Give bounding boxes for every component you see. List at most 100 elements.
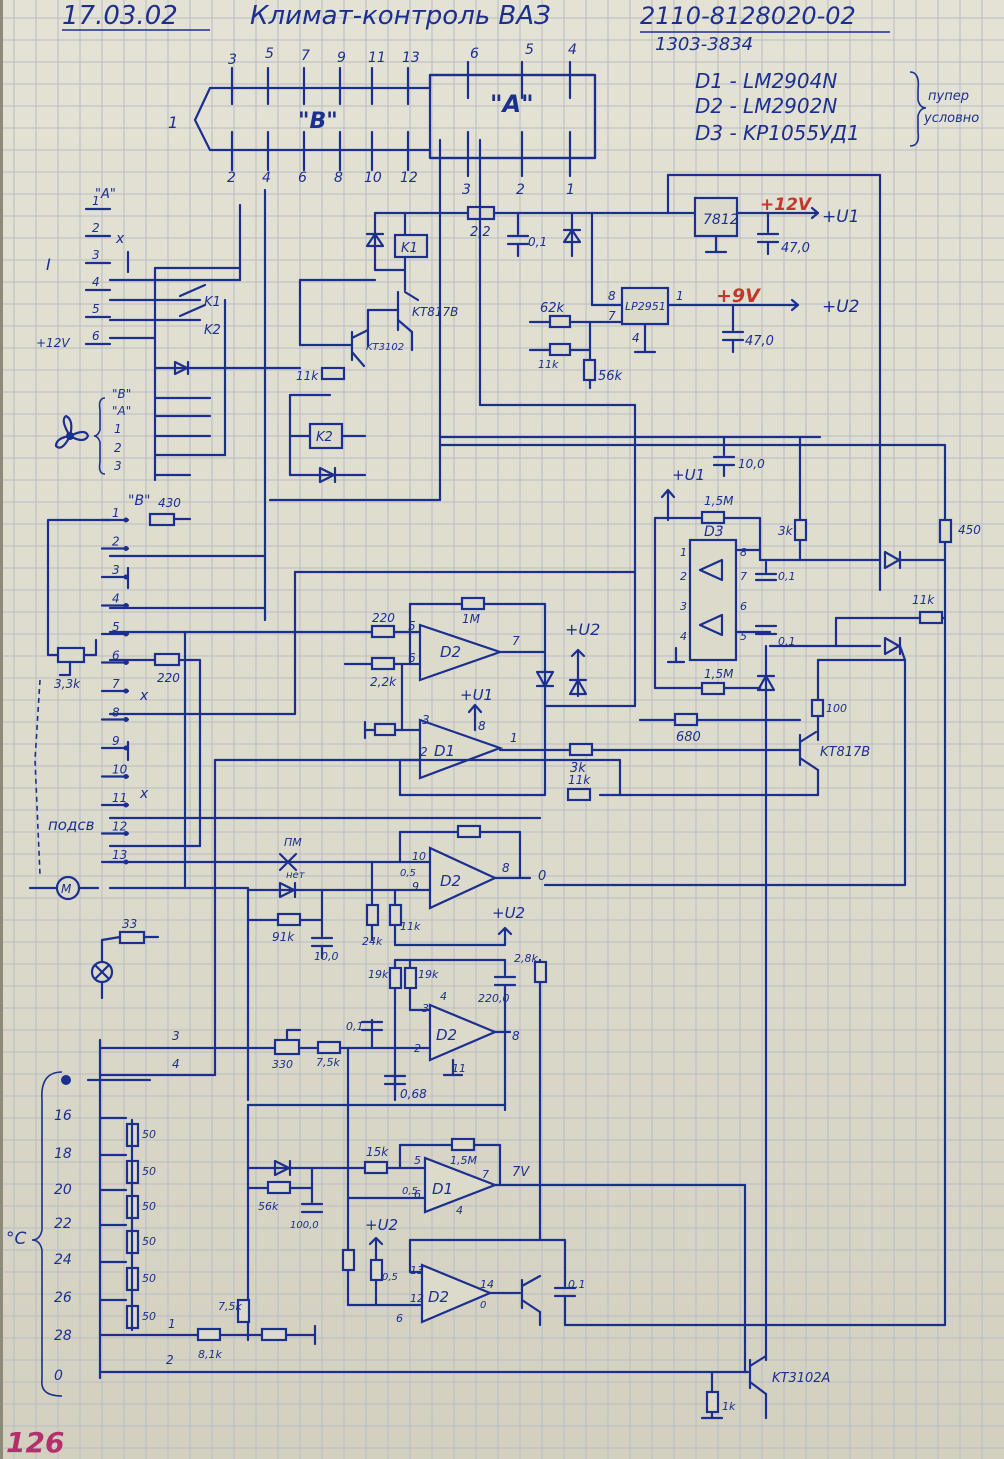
- bottom-transistor: KT3102A 1k: [700, 1354, 830, 1420]
- resistor-label: 19k: [368, 968, 389, 981]
- regulator-lp2951-label: LP2951: [625, 300, 666, 313]
- temp-scale-label: 28: [54, 1328, 72, 1344]
- cap-label: 10,0: [738, 457, 765, 471]
- voltage-label: 7V: [512, 1165, 530, 1180]
- header-sub-number: 1303-3834: [655, 34, 753, 55]
- pin-label: 6: [408, 651, 416, 665]
- pin-label: 7: [608, 309, 616, 323]
- relay-contact-k2: K2: [204, 323, 221, 338]
- part-d2: D2 - LM2902N: [695, 94, 837, 118]
- connector-a-label: "A": [490, 90, 534, 118]
- opamp-d2-bottom: [420, 1263, 493, 1324]
- resistor-label: 11k: [568, 773, 591, 787]
- relay-contact-k1: K1: [204, 295, 221, 310]
- resistor-label: 220: [157, 671, 180, 685]
- pin-label: 10: [364, 170, 382, 186]
- label-u1: +U1: [672, 466, 705, 484]
- pin-label: 7: [301, 48, 310, 64]
- resistor-label: 1,5M: [704, 667, 734, 681]
- fan-tap-label: 2: [114, 441, 122, 455]
- resistor-label: 50: [142, 1165, 156, 1178]
- resistor-label: 33: [122, 917, 137, 931]
- pin-label: 2: [166, 1353, 174, 1367]
- block-a-section: I: [46, 255, 51, 274]
- pin-label: 8: [502, 861, 510, 875]
- opamp-label: D2: [428, 1288, 449, 1306]
- fan-icon: [54, 414, 90, 449]
- fan-tap-label: 3: [114, 459, 122, 473]
- opamp-d1-fifth-section: 56k 100,0 15k D1 5 6 0,5 7 4 7V 1,5M: [246, 1046, 747, 1374]
- pin-label: 8: [512, 1029, 520, 1043]
- block-b-pin-label: 9: [112, 734, 120, 748]
- pin-label: 7: [482, 1168, 489, 1181]
- resistor-label: 11k: [538, 358, 559, 371]
- pin-label: 1: [168, 1317, 176, 1331]
- header-date: 17.03.02: [62, 1, 178, 31]
- pin-label: 12: [410, 1292, 424, 1305]
- temp-scale-label: 26: [54, 1290, 72, 1306]
- pin-label: 12: [400, 170, 418, 186]
- block-b-pin-label: 3: [112, 563, 120, 577]
- pin-label: 5: [414, 1154, 421, 1167]
- header-title: Климат-контроль ВАЗ: [250, 1, 551, 31]
- resistor-label: 430: [158, 496, 181, 510]
- pin-label: 0: [480, 1300, 486, 1311]
- transistor-kt3102: KT3102: [366, 342, 404, 353]
- block-b-pin-label: 11: [112, 791, 127, 805]
- resistor-label: 11k: [400, 920, 421, 933]
- pin-label: 1: [510, 731, 518, 745]
- resistor-label: 50: [142, 1272, 156, 1285]
- pin-label: 4: [680, 630, 687, 643]
- block-b-pin-label: 2: [112, 535, 120, 549]
- cap-label: 100,0: [290, 1220, 319, 1231]
- block-b-label: "B": [128, 493, 150, 509]
- label-u1: +U1: [460, 686, 493, 704]
- pin-label: 2: [420, 745, 428, 759]
- power-supply: 7812 +12V +U1 47,0 2,2 0,1 LP2951 8 7 1 …: [418, 173, 882, 390]
- block-a-pin-label: 6: [92, 329, 100, 343]
- resistor-label: 62k: [540, 301, 565, 316]
- resistor-label: 50: [142, 1200, 156, 1213]
- parts-list: D1 - LM2904N D2 - LM2902N D3 - KP1055УД1…: [695, 69, 979, 147]
- opamp-d2-fourth-section: +U2 19k 19k 220,0 2,8k D2 4 11 8 3 2 0,1: [98, 904, 548, 1242]
- opamp-d1-fifth: [423, 1156, 499, 1214]
- label-9v: +9V: [716, 285, 761, 307]
- block-a-12v: +12V: [36, 336, 70, 350]
- label-u2: +U2: [492, 904, 525, 922]
- block-b-pin-label: 5: [112, 620, 120, 634]
- block-b-pin-label: 7: [112, 677, 120, 691]
- x-mark: x: [139, 688, 149, 704]
- pin-label: 11: [368, 50, 386, 66]
- block-a-pin-label: 4: [92, 275, 100, 289]
- parts-note-1: пупер: [928, 89, 969, 104]
- block-a-pin-label: 2: [92, 221, 100, 235]
- pin-label: 4: [172, 1057, 180, 1071]
- relay-driver: K1 KT817B KT3102 11k K2: [238, 138, 822, 622]
- resistor-label: 330: [272, 1058, 293, 1071]
- block-b-pin-label: 12: [112, 820, 127, 834]
- resistor-label: 56k: [598, 369, 623, 384]
- block-b-pin-label: 8: [112, 706, 120, 720]
- sensor-ntc: нет: [286, 870, 306, 881]
- cap-label: 10,0: [314, 950, 339, 963]
- relay-k2: [308, 422, 344, 450]
- transistor-kt817b: KT817B: [412, 305, 458, 319]
- chip-d3-label: D3: [704, 524, 724, 540]
- cap-label: 0,1: [568, 1278, 586, 1291]
- pin-label: 2: [516, 182, 525, 198]
- resistor-label: 8,1k: [198, 1348, 222, 1361]
- resistor-label: 50: [142, 1128, 156, 1141]
- resistor-label: 50: [142, 1235, 156, 1248]
- resistor-label: 19k: [418, 968, 439, 981]
- resistor-label: 1,5M: [450, 1154, 477, 1167]
- cap-label: 0,68: [400, 1087, 427, 1101]
- opamp-d2-top: [418, 623, 504, 682]
- relay-k2-label: K2: [316, 430, 333, 445]
- pot-label: 3,3k: [54, 677, 81, 691]
- pin-label: 3: [172, 1029, 180, 1043]
- value-label: 0,5: [402, 1186, 418, 1197]
- resistor-label: 1k: [722, 1400, 736, 1413]
